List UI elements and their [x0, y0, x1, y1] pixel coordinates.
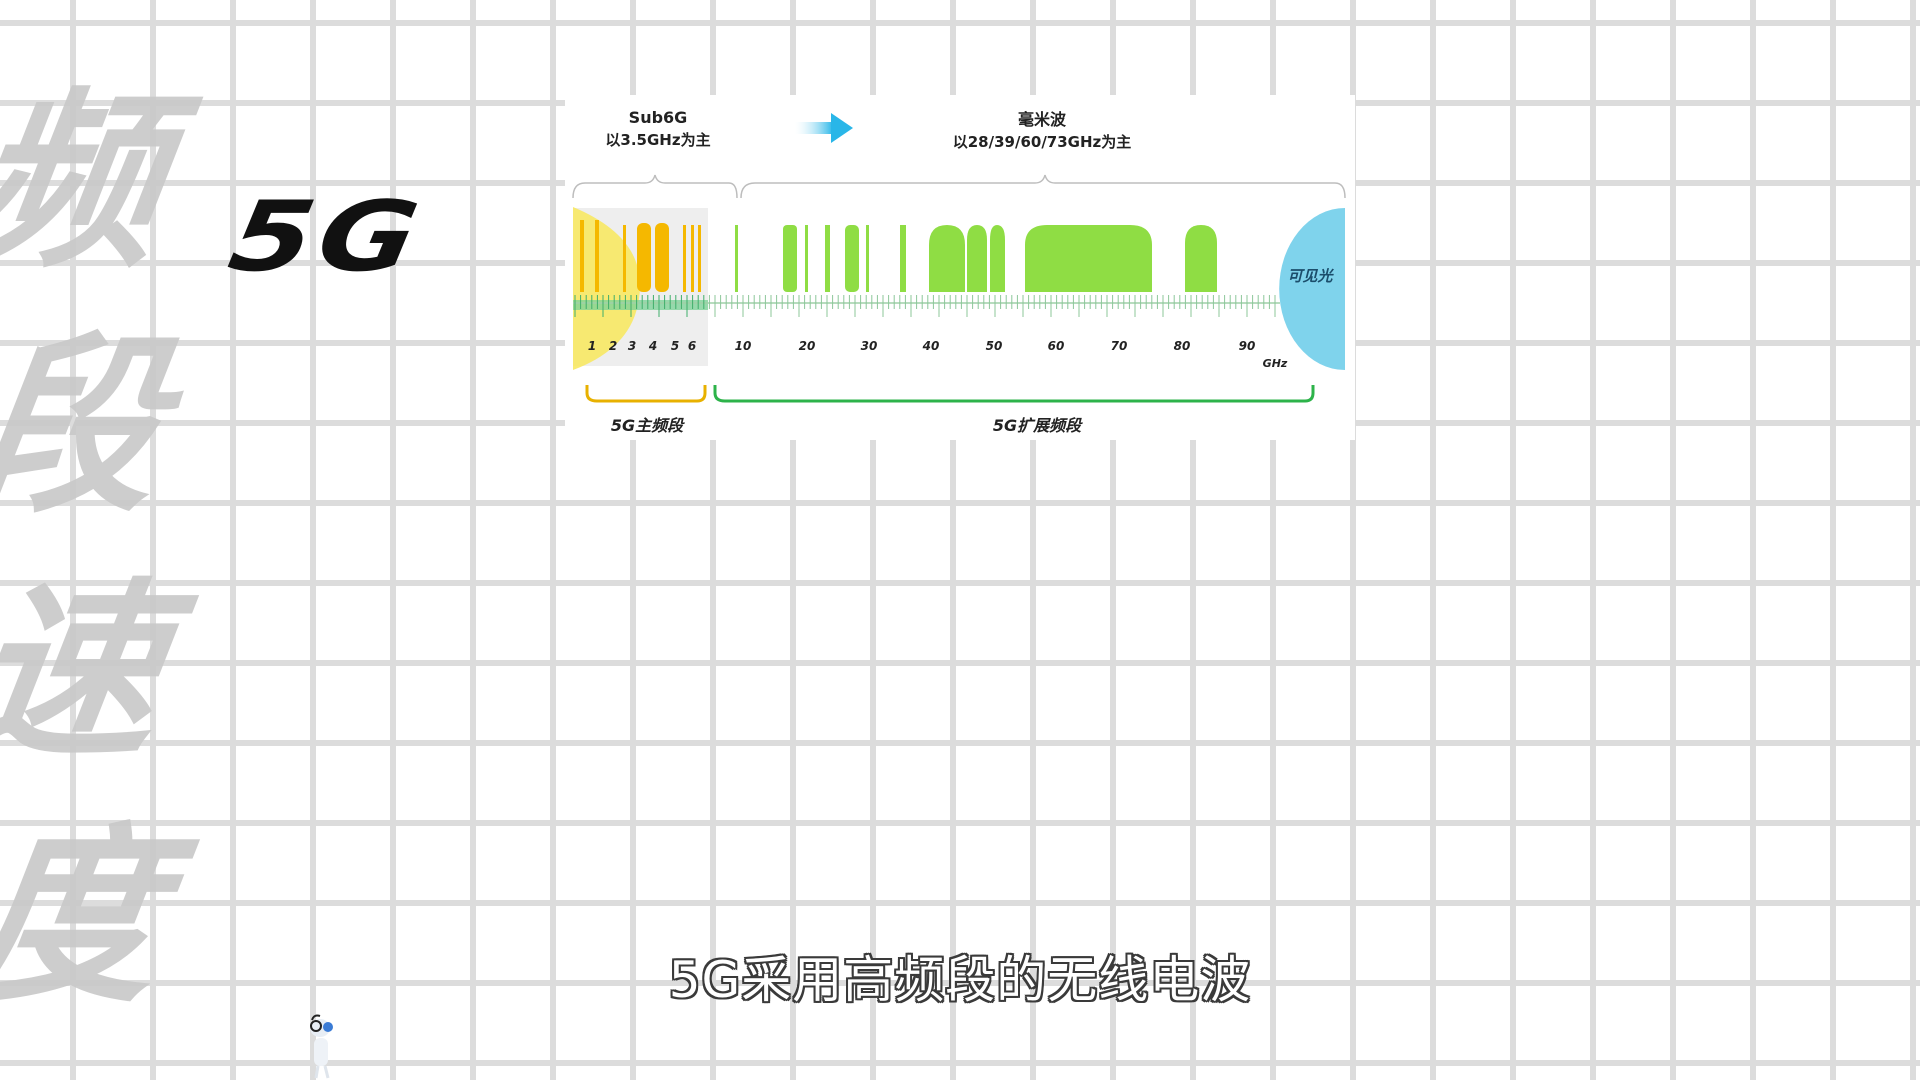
side-title-char: 速	[0, 562, 176, 783]
tick-label: 4	[648, 339, 657, 353]
sub6-bars	[580, 220, 701, 292]
spectrum-diagram: Sub6G 以3.5GHz为主 毫米波 以28/39/60/73GHz为主	[565, 95, 1355, 440]
tick-label: 70	[1111, 339, 1128, 353]
tick-label: 6	[688, 339, 696, 353]
tick-label: 3	[628, 339, 636, 353]
side-vertical-title: 频 段 速 度	[0, 60, 190, 1040]
mmwave-title: 毫米波	[1018, 110, 1067, 129]
ruler-ticks	[574, 295, 1276, 317]
tick-label: 50	[986, 339, 1003, 353]
tick-label: 1	[588, 339, 596, 353]
tick-label: 2	[609, 339, 617, 353]
sub6g-title: Sub6G	[629, 108, 688, 127]
subtitle-caption: 5G采用高频段的无线电波	[668, 951, 1252, 1009]
logo-5g: 5G	[221, 179, 433, 293]
tick-label: 20	[799, 339, 816, 353]
extended-band-brace	[713, 385, 1315, 403]
tick-label: 30	[861, 339, 878, 353]
tick-label: 5	[671, 339, 679, 353]
mmwave-bars	[735, 225, 1217, 292]
side-title-char: 频	[0, 72, 176, 293]
tick-label: 90	[1239, 339, 1256, 353]
main-band-brace	[585, 385, 707, 403]
arrow-right-icon	[795, 113, 853, 143]
tick-label: 10	[735, 339, 752, 353]
tick-label: 80	[1174, 339, 1191, 353]
tick-label: 40	[922, 339, 940, 353]
extended-band-label: 5G扩展频段	[993, 416, 1083, 435]
low-band-ruler-strip	[573, 300, 708, 310]
mascot-icon	[300, 1000, 350, 1080]
mmwave-brace	[740, 174, 1346, 199]
sub6g-brace	[572, 174, 738, 199]
mmwave-subtitle: 以28/39/60/73GHz为主	[953, 133, 1132, 151]
tick-label: 60	[1048, 339, 1065, 353]
main-band-label: 5G主频段	[611, 416, 685, 435]
unit-label: GHz	[1263, 357, 1288, 370]
sub6g-subtitle: 以3.5GHz为主	[605, 131, 710, 149]
side-title-char: 段	[0, 317, 176, 538]
visible-light-label: 可见光	[1287, 267, 1334, 285]
spectrum-svg: Sub6G 以3.5GHz为主 毫米波 以28/39/60/73GHz为主	[572, 108, 1346, 435]
tick-labels-high: 10 20 30 40 50 60 70 80 90	[735, 339, 1256, 353]
tick-labels-low: 1 2 3 4 5 6	[588, 339, 696, 353]
visible-light-region	[1279, 208, 1345, 370]
